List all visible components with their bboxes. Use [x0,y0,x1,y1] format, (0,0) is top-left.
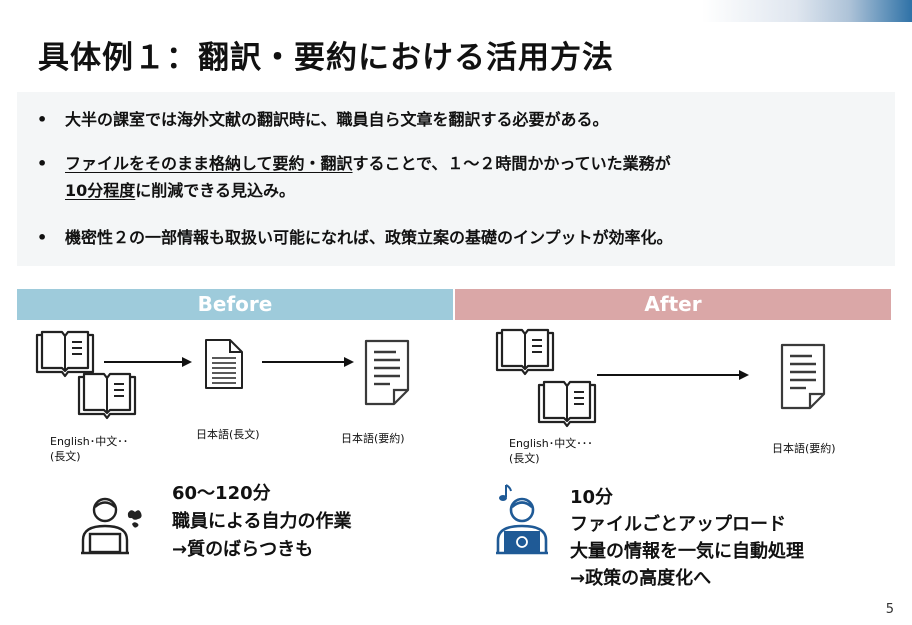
after-source-sublabel: (長文) [509,452,540,465]
arrow-icon [597,370,749,380]
after-source-label: English･中文･･･ [509,437,593,450]
open-book-icon [77,372,137,420]
person-laptop-icon [496,497,548,555]
bullet-marker: • [37,154,48,173]
after-time: 10分 [570,487,614,508]
document-icon [205,339,243,389]
open-book-icon [495,328,555,376]
before-header: Before [17,289,453,320]
after-end-label: 日本語(要約) [772,442,836,455]
bullet-marker: • [37,110,48,129]
document-icon [364,339,410,406]
before-end-label: 日本語(要約) [341,432,405,445]
bullet-emphasis: 10分程度 [65,181,136,200]
before-time: 60～120分 [172,483,271,504]
bullet-text: 大半の課室では海外文献の翻訳時に、職員自ら文章を翻訳する必要がある。 [65,110,609,129]
after-processing: 大量の情報を一気に自動処理 [570,541,804,562]
before-description: 職員による自力の作業 [172,511,352,532]
before-source-label: English･中文･･ [50,435,129,448]
slide-title: 具体例１：翻訳・要約における活用方法 [38,40,614,76]
before-note: →質のばらつきも [172,539,314,560]
music-note-icon [499,484,512,501]
open-book-icon [537,380,597,428]
before-source-sublabel: (長文) [50,450,81,463]
bullet-emphasis: ファイルをそのまま格納して要約・翻訳 [65,154,353,173]
after-header: After [455,289,891,320]
person-laptop-icon [81,497,142,555]
open-book-icon [35,330,95,378]
document-icon [780,343,826,410]
bullet-panel: • 大半の課室では海外文献の翻訳時に、職員自ら文章を翻訳する必要がある。 • フ… [17,92,895,266]
before-mid-label: 日本語(長文) [196,428,260,441]
bullet-text: することで、１～２時間かかっていた業務が [352,154,671,173]
after-note: →政策の高度化へ [570,568,712,589]
corner-accent-bar [702,0,912,22]
bullet-marker: • [37,228,48,247]
arrow-icon [262,357,354,367]
arrow-icon [104,357,192,367]
page-number: 5 [885,602,894,617]
bullet-text: に削減できる見込み。 [135,181,295,200]
after-description: ファイルごとアップロード [570,514,786,535]
bullet-text: 機密性２の一部情報も取扱い可能になれば、政策立案の基礎のインプットが効率化。 [65,228,673,247]
